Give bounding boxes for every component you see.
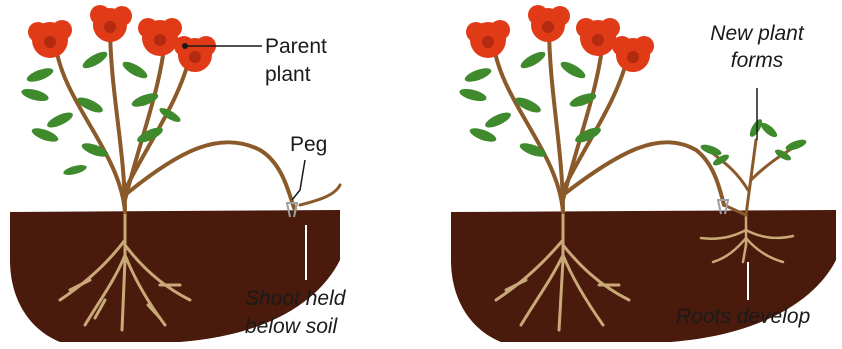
parent-leaves	[20, 49, 182, 177]
bent-shoot	[563, 142, 724, 205]
parent-leaves	[458, 49, 603, 160]
parent-flowers	[466, 5, 654, 72]
left-panel-layering-step: Parent plant Peg Shoot held below soil	[0, 0, 421, 349]
parent-stems	[493, 25, 724, 212]
label-peg: Peg	[290, 133, 327, 157]
label-shoot-below-soil: Shoot held below soil	[245, 285, 375, 341]
label-new-plant-forms: New plant forms	[691, 20, 823, 74]
parent-flowers	[28, 5, 216, 72]
label-parent-plant: Parent plant	[265, 33, 355, 89]
right-panel-new-plant-step: New plant forms Roots develop	[421, 0, 842, 349]
label-roots-develop: Roots develop	[676, 305, 810, 329]
bent-shoot	[125, 142, 295, 210]
